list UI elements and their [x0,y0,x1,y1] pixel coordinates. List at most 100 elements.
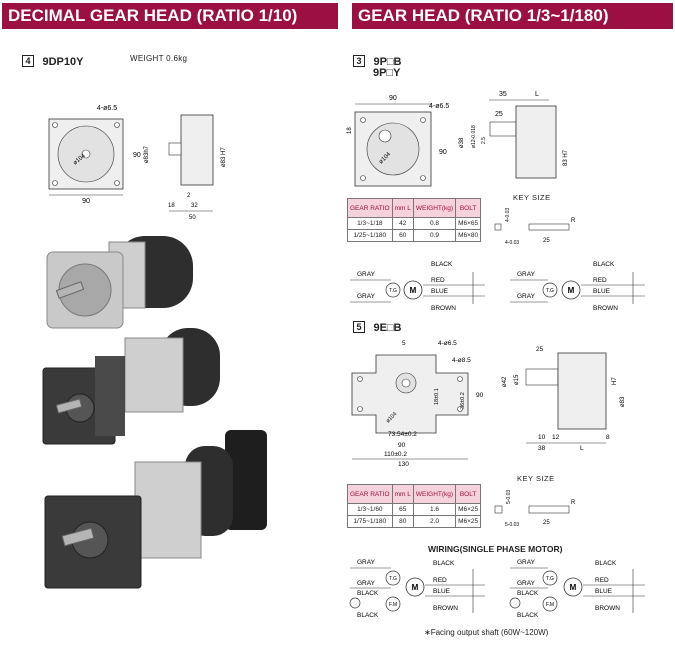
s5-dim-110: 110±0.2 [384,451,407,458]
s3-key-drawing: 4-0.03 4-0.03 25 R [494,208,576,246]
motor-icon [405,577,425,597]
w2-red: RED [593,277,607,284]
s5-dim-h90: 90 [476,392,484,399]
s4-dim-32: 32 [191,203,198,209]
fm-icon [385,596,401,612]
left-banner: DECIMAL GEAR HEAD (RATIO 1/10) [2,3,338,29]
s3-r1-l: 42 [391,217,414,230]
motor-photo-1 [46,236,193,329]
s3-dim-18: 18 [347,127,353,134]
bw1-black2: BLACK [357,612,379,619]
top-wiring-right: GRAY GRAY T.G M BLACK RED BLUE BROWN [510,261,645,312]
s5-r1-bolt: M6×25 [455,503,482,516]
motor-photo-3 [44,430,267,589]
s3-side-body [515,105,557,179]
s5-front-view [351,354,469,434]
s3-r2-ratio: 1/25~1/180 [347,229,393,242]
s5-r1-ratio: 1/3~1/60 [347,503,393,516]
s5-r2-bolt: M6×25 [455,515,482,528]
bw1-gray1: GRAY [357,559,376,566]
s5-dim-10: 10 [538,434,546,441]
s3-r1-ratio: 1/3~1/18 [347,217,393,230]
table-row: 1/3~1/60 65 1.6 M6×25 [347,503,482,516]
bottom-wiring-right: GRAY GRAY BLACK BLACK T.G F.M M BLACK RE… [509,559,645,619]
top-wiring-diagrams: GRAY GRAY T.G M BLACK RED BLUE BROWN GRA… [350,261,645,312]
w1-gray1: GRAY [357,271,376,278]
s4-dim-50: 50 [189,215,196,221]
s5-dim-73: 73.54±0.2 [388,431,417,438]
table-row: 1/75~1/180 80 2.0 M6×25 [347,515,482,528]
w1-m: M [410,286,417,295]
s3-key-d4b: 4-0.03 [505,240,519,246]
s5-dim-42: ø42 [502,376,508,387]
bw1-brown: BROWN [433,605,458,612]
bw1-red: RED [433,577,447,584]
s5-dim-90: 90 [398,442,406,449]
s3-dim-L: L [535,91,539,98]
s4-dim-90-side: 90 [133,152,141,159]
s5-key-d25: 25 [543,520,550,526]
bw2-red: RED [595,577,609,584]
s3-key-d25: 25 [543,238,550,244]
s3-head-bolt: BOLT [455,198,482,218]
right-banner: GEAR HEAD (RATIO 1/3~1/180) [352,3,673,29]
motor-icon [561,280,581,300]
section4-number: 4 [22,54,34,67]
bw2-fm: F.M [546,602,554,608]
w2-gray1: GRAY [517,271,536,278]
s3-dim-2-5: 2.5 [481,137,487,144]
s3-key-d4: 4-0.03 [505,208,511,222]
section3-header: 3 9P□B [353,52,402,70]
s5-dim-5: 5 [402,340,406,347]
s5-head-ratio: GEAR RATIO [347,484,393,504]
s3-r2-bolt: M6×80 [455,229,482,242]
s3-r1-bolt: M6×65 [455,217,482,230]
tg-icon [542,282,558,298]
s3-dim-shaft: ø38 [459,137,465,148]
wiring-title: WIRING(SINGLE PHASE MOTOR) [428,544,563,554]
s5-r1-weight: 1.6 [412,503,457,516]
s5-head-weight: WEIGHT(kg) [412,484,457,504]
s5-key-r: R [571,500,576,506]
w2-tg: T.G [546,288,554,294]
motor-photos [42,236,267,589]
section3-model1: 9P□B [373,56,402,68]
bottom-wiring-diagrams: GRAY GRAY BLACK BLACK T.G F.M M BLACK RE… [349,559,645,619]
s5-dim-L: L [580,445,584,452]
s5-dim-holes1: 4-ø6.5 [438,340,457,347]
bottom-wiring-left: GRAY GRAY BLACK BLACK T.G F.M M BLACK RE… [349,559,485,619]
w2-m: M [568,286,575,295]
s3-key-r: R [571,218,576,224]
w1-gray2: GRAY [357,293,376,300]
bw1-fm: F.M [389,602,397,608]
side-view-shaft [168,142,182,156]
s3-r2-l: 60 [391,229,414,242]
tg-icon [385,282,401,298]
section5-header: 5 9E□B [353,318,402,336]
s3-dim-35: 35 [499,91,507,98]
bw1-tg: T.G [389,576,397,582]
bw2-black-out: BLACK [595,560,617,567]
side-view-body [180,114,214,186]
section4-header: 4 9DP10Y [22,52,83,70]
section3-number: 3 [353,54,365,67]
facing-shaft-note: ∗Facing output shaft (60W~120W) [424,628,549,637]
s5-side-shaft [525,368,559,386]
s5-dim-83: ø83 [620,396,626,407]
bw1-black-out: BLACK [433,560,455,567]
section3-model2: 9P□Y [373,67,401,79]
s5-dim-130: 130 [398,461,409,468]
s3-dim-25: 25 [495,111,503,118]
w2-brown: BROWN [593,305,618,312]
s3-r1-weight: 0.8 [412,217,457,230]
s5-r2-ratio: 1/75~1/180 [347,515,393,528]
w2-black: BLACK [593,261,615,268]
s3-head-weight: WEIGHT(kg) [412,198,457,218]
s5-key-d5b: 5-0.03 [505,522,519,528]
s5-head-l: mm L [391,484,414,504]
fan-icon [509,597,521,609]
section4-model: 9DP10Y [42,56,84,68]
s5-dim-h7: H7 [612,377,618,385]
s4-dim-90-bottom: 90 [82,198,90,205]
s5-r2-l: 80 [391,515,414,528]
